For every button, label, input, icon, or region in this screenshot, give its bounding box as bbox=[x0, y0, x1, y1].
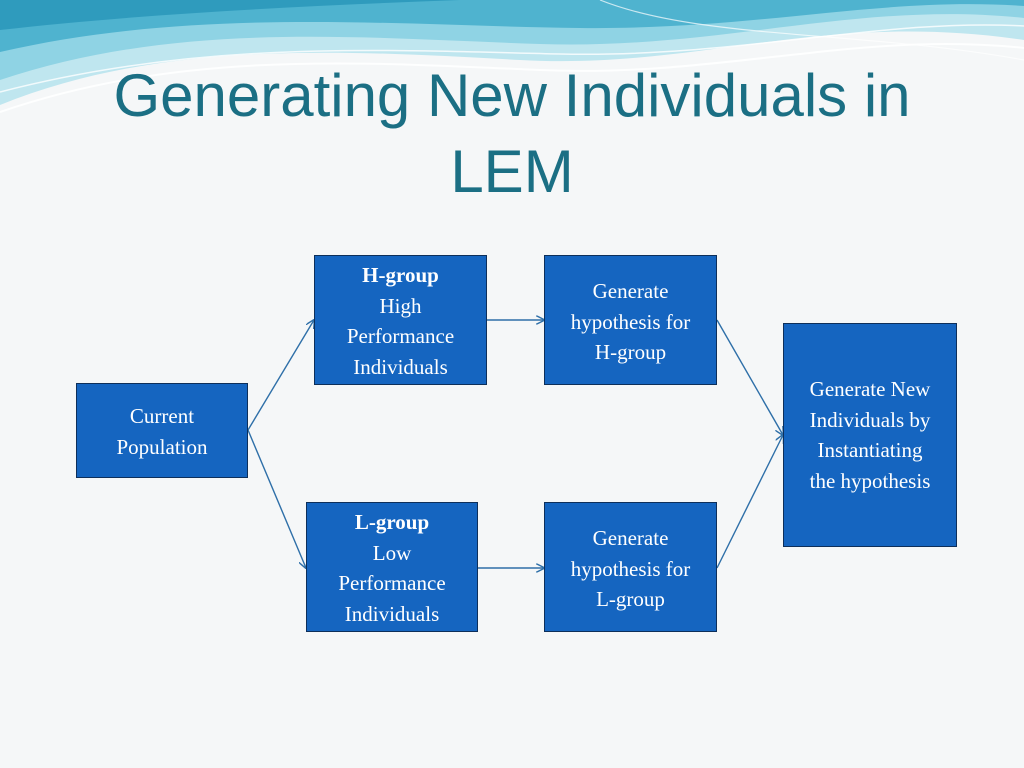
generate-l-line-1: Generate bbox=[592, 526, 669, 550]
generate-h-line-2: hypothesis for bbox=[570, 309, 691, 334]
generate-new-individuals-box: Generate New Individuals by Instantiatin… bbox=[783, 323, 957, 547]
arrow-population-to-l-group bbox=[247, 429, 306, 568]
arrow-generate-l-to-generate-new bbox=[716, 435, 783, 569]
generate-hypothesis-l-box: Generate hypothesis for L-group bbox=[544, 502, 717, 632]
generate-new-line-2: Individuals by bbox=[809, 407, 931, 432]
generate-l-line-3: L-group bbox=[596, 587, 665, 611]
generate-new-line-1: Generate New bbox=[809, 377, 931, 401]
current-population-box: Current Population bbox=[76, 383, 248, 478]
h-group-line-2: Performance bbox=[346, 324, 455, 348]
h-group-heading: H-group bbox=[362, 263, 439, 287]
l-group-line-1: Low bbox=[372, 540, 412, 565]
l-group-line-2: Performance bbox=[338, 571, 446, 595]
l-group-line-3: Individuals bbox=[344, 601, 440, 626]
generate-new-line-4: the hypothesis bbox=[809, 468, 931, 493]
arrow-generate-h-to-generate-new bbox=[716, 319, 783, 435]
slide-title: Generating New Individuals in LEM bbox=[0, 58, 1024, 210]
generate-h-line-1: Generate bbox=[592, 279, 669, 303]
current-population-line-1: Current bbox=[129, 404, 195, 428]
current-population-line-2: Population bbox=[116, 434, 208, 459]
generate-new-line-3: Instantiating bbox=[817, 438, 923, 462]
slide-title-line-1: Generating New Individuals in bbox=[113, 62, 911, 129]
l-group-heading: L-group bbox=[354, 510, 430, 534]
h-group-line-3: Individuals bbox=[353, 354, 448, 379]
l-group-box: L-group Low Performance Individuals bbox=[306, 502, 478, 632]
header-wave-decoration bbox=[0, 0, 1024, 113]
generate-l-line-2: hypothesis for bbox=[570, 556, 691, 581]
h-group-box: H-group High Performance Individuals bbox=[314, 255, 487, 385]
generate-hypothesis-h-box: Generate hypothesis for H-group bbox=[544, 255, 717, 385]
arrow-population-to-h-group bbox=[247, 320, 314, 431]
h-group-line-1: High bbox=[379, 293, 422, 318]
slide-title-line-2: LEM bbox=[450, 138, 574, 205]
generate-h-line-3: H-group bbox=[594, 340, 667, 364]
